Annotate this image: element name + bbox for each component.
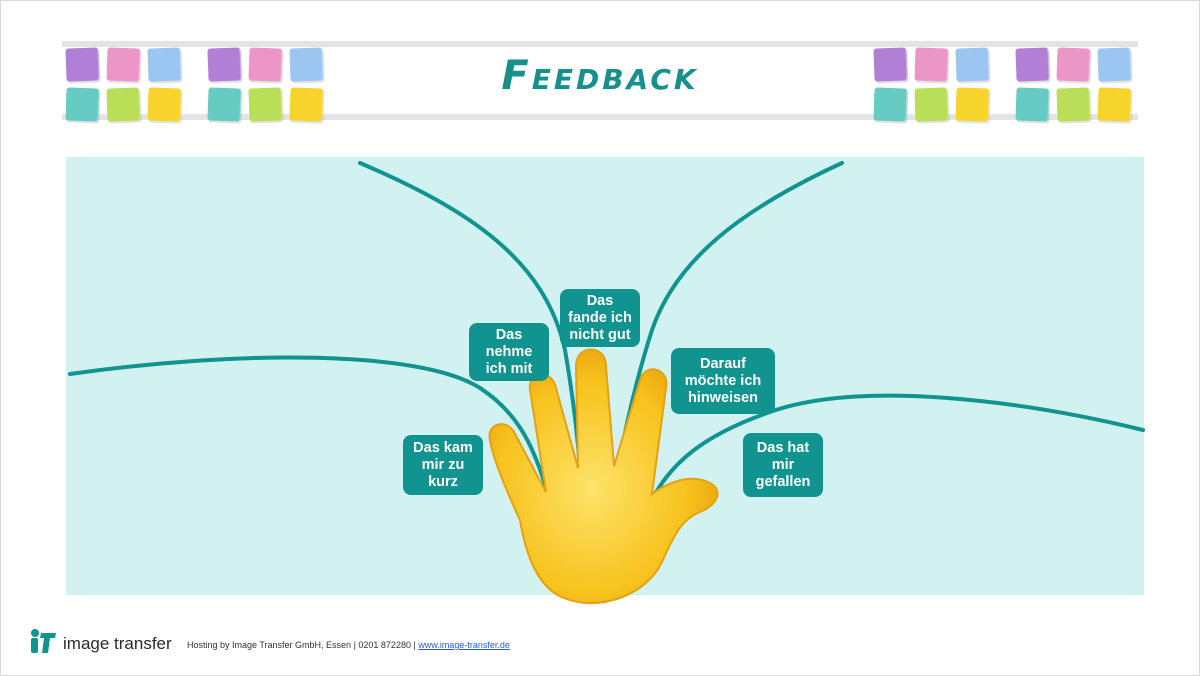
branch-line-kurz <box>68 355 550 496</box>
label-nicht-gut-text: Das fande ich nicht gut <box>568 292 632 343</box>
label-hinweisen: Darauf möchte ich hinweisen <box>671 348 775 414</box>
label-nicht-gut: Das fande ich nicht gut <box>560 289 640 347</box>
header-band: Feedback <box>62 41 1138 122</box>
label-hinweisen-text: Darauf möchte ich hinweisen <box>684 355 762 406</box>
website-link[interactable]: www.image-transfer.de <box>418 640 510 650</box>
branch-line-mit <box>358 161 582 470</box>
logo-text: image transfer <box>63 634 172 653</box>
header-rule-top <box>62 41 1138 47</box>
branch-line-gefallen <box>653 393 1145 496</box>
image-transfer-logo-icon <box>31 629 56 653</box>
hosting-text: Hosting by Image Transfer GmbH, Essen | … <box>187 640 419 650</box>
raised-hand-emoji <box>488 348 719 605</box>
header-rule-bottom <box>62 114 1138 120</box>
label-mit-text: Das nehme ich mit <box>485 326 533 377</box>
label-gefallen-text: Das hat mir gefallen <box>755 439 811 490</box>
label-kurz: Das kam mir zu kurz <box>403 435 483 495</box>
label-kurz-text: Das kam mir zu kurz <box>413 439 473 490</box>
label-mit: Das nehme ich mit <box>469 323 549 381</box>
page-title: Feedback <box>501 53 699 99</box>
footer-info: Hosting by Image Transfer GmbH, Essen | … <box>187 640 510 650</box>
label-gefallen: Das hat mir gefallen <box>743 433 823 497</box>
